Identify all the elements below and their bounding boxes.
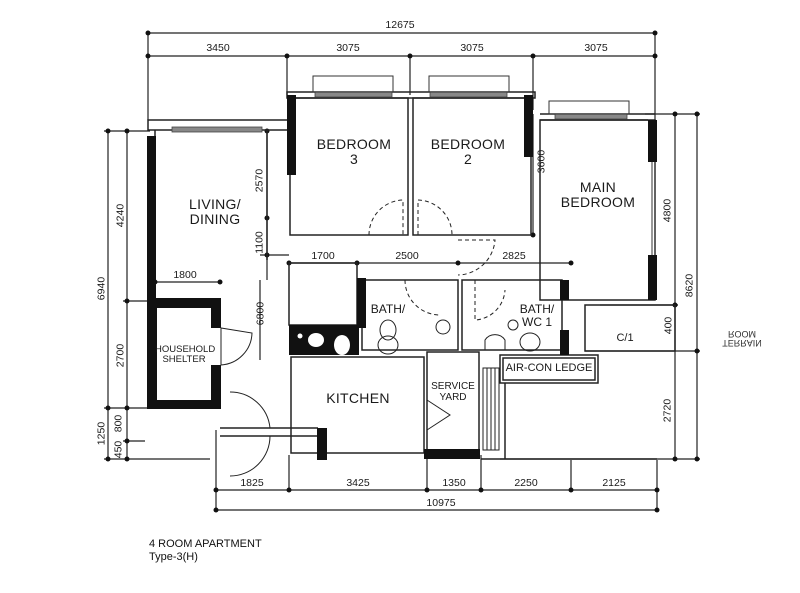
room-household-shelter: HOUSEHOLD SHELTER [155, 344, 216, 365]
mirrored-note: TERRAIN ROOM [712, 328, 772, 347]
room-service-yard-line1: SERVICE [431, 381, 475, 392]
room-living-dining: LIVING/ DINING [180, 197, 250, 226]
dim-interior-2500: 2500 [395, 250, 419, 262]
mirrored-note-line2: ROOM [728, 328, 756, 339]
plan-title: 4 ROOM APARTMENT [149, 538, 262, 550]
room-bedroom-2-line2: 2 [463, 150, 473, 167]
room-bedroom-3: BEDROOM 3 [314, 137, 394, 166]
room-household-shelter-line1: HOUSEHOLD [155, 344, 216, 355]
dim-interior-1700: 1700 [311, 250, 335, 262]
room-main-bedroom: MAIN BEDROOM [558, 180, 638, 209]
room-aircon-ledge: AIR-CON LEDGE [505, 362, 593, 374]
dim-top-seg-3: 3075 [460, 42, 484, 54]
dim-top-total: 12675 [385, 19, 415, 31]
room-living-dining-line1: LIVING/ [189, 196, 241, 212]
room-bedroom-3-line2: 3 [349, 150, 359, 167]
room-main-bedroom-line1: MAIN [579, 179, 617, 195]
room-service-yard-line2: YARD [439, 391, 467, 403]
dim-interior-2825: 2825 [502, 250, 526, 262]
dim-left-inner-4: 450 [112, 440, 125, 459]
room-bath-wc1-line2: WC 1 [522, 314, 552, 329]
room-living-dining-line2: DINING [189, 210, 241, 227]
dim-bottom-seg-2: 3425 [346, 477, 370, 489]
dim-interior-1100: 1100 [253, 231, 266, 254]
room-household-shelter-line2: SHELTER [162, 353, 206, 365]
dim-top-seg-1: 3450 [206, 42, 230, 54]
dim-right-8620: 8620 [683, 273, 696, 298]
room-bedroom-2: BEDROOM 2 [428, 137, 508, 166]
dim-right-2720: 2720 [661, 398, 674, 423]
dim-top-seg-4: 3075 [584, 42, 608, 54]
room-bedroom-3-line1: BEDROOM [316, 136, 392, 152]
dim-left-outer-1: 6940 [95, 276, 108, 301]
dim-bottom-seg-5: 2125 [602, 477, 626, 489]
dim-bottom-seg-3: 1350 [442, 477, 466, 489]
room-bath-wc1-line1: BATH/ [519, 302, 555, 316]
room-main-bedroom-line2: BEDROOM [560, 193, 636, 210]
dim-left-inner-1: 4240 [114, 203, 127, 228]
dim-right-400: 400 [662, 316, 675, 335]
room-bath-wc1: BATH/ WC 1 [512, 303, 562, 328]
dim-right-4800: 4800 [661, 198, 674, 223]
dim-interior-1800: 1800 [173, 269, 197, 281]
dim-left-outer-2: 1250 [95, 421, 108, 446]
dim-bottom-total: 10975 [426, 497, 456, 509]
room-kitchen: KITCHEN [326, 390, 390, 406]
room-bedroom-2-line1: BEDROOM [430, 136, 506, 152]
room-service-yard: SERVICE YARD [428, 381, 478, 403]
dim-interior-3600: 3600 [535, 149, 548, 174]
dim-bottom-seg-4: 2250 [514, 477, 538, 489]
room-bath: BATH/ [370, 302, 406, 316]
dim-bottom-seg-1: 1825 [240, 477, 264, 489]
dim-interior-6800: 6800 [254, 301, 267, 326]
dim-interior-2570: 2570 [253, 168, 266, 193]
dim-top-seg-2: 3075 [336, 42, 360, 54]
dim-left-inner-2: 2700 [114, 343, 127, 368]
plan-subtitle: Type-3(H) [149, 551, 198, 563]
room-cl: C/1 [616, 332, 634, 344]
mirrored-note-line1: TERRAIN [722, 337, 762, 348]
